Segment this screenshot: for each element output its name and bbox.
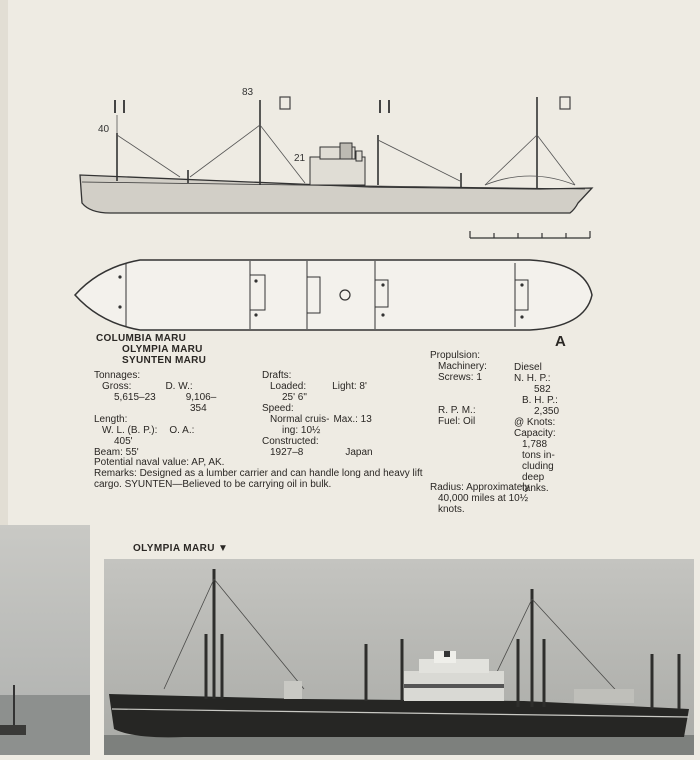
potential-naval-value: Potential naval value: AP, AK. — [94, 457, 225, 468]
dw-value-1: 9,106– — [185, 392, 217, 403]
rpm-value: @ Knots: — [514, 417, 556, 428]
speed-label: Speed: — [262, 403, 294, 414]
beam-value: Beam: 55' — [94, 447, 139, 458]
light-value: Light: 8' — [332, 381, 367, 392]
remarks-text: Designed as a lumber carrier and can han… — [94, 468, 423, 490]
spec-column-1: Tonnages: Gross: D. W.: 5,615–23 9,106– 35… — [94, 370, 264, 458]
length-label: Length: — [94, 414, 128, 425]
scale-bar — [469, 231, 591, 239]
spec-column-4: Diesel N. H. P.: 582 B. H. P.: 2,350 @ K… — [514, 362, 594, 494]
ship-name-syunten: SYUNTEN MARU — [122, 355, 207, 366]
capacity-3: cluding — [522, 461, 554, 472]
bhp-label: B. H. P.: — [522, 395, 558, 406]
normal-cruising-2: ing: 10½ — [282, 425, 321, 436]
dim-label-21: 21 — [294, 153, 306, 164]
screws-label: Screws: 1 — [438, 372, 482, 383]
photo-caption-text: OLYMPIA MARU — [133, 543, 215, 554]
tonnages-label: Tonnages: — [94, 370, 141, 381]
spec-column-3: Propulsion: Machinery: Screws: 1 R. P. M… — [430, 350, 530, 515]
machinery-value: Diesel — [514, 362, 542, 373]
down-arrow-icon: ▼ — [218, 543, 229, 554]
mast-top-markers — [114, 96, 571, 113]
photo-caption: OLYMPIA MARU ▼ — [133, 543, 228, 554]
rpm-label: R. P. M.: — [438, 405, 476, 416]
nhp-value: 582 — [534, 384, 551, 395]
max-speed: Max.: 13 — [333, 414, 372, 425]
capacity-label: Capacity: — [514, 428, 556, 439]
capacity-4: deep — [522, 472, 545, 483]
bhp-value: 2,350 — [534, 406, 560, 417]
nhp-label: N. H. P.: — [514, 373, 551, 384]
capacity-1: 1,788 — [522, 439, 548, 450]
gross-label: Gross: — [102, 381, 132, 392]
wl-value: 405' — [114, 436, 133, 447]
dim-label-40: 40 — [98, 124, 110, 135]
masts — [116, 97, 538, 189]
adjacent-photo-fragment — [0, 525, 90, 755]
drafts-label: Drafts: — [262, 370, 292, 381]
loaded-value: 25' 6" — [282, 392, 307, 403]
propulsion-label: Propulsion: — [430, 350, 481, 361]
remarks-block: Potential naval value: AP, AK. Remarks: … — [94, 457, 424, 490]
page-edge — [0, 0, 8, 755]
fuel-label: Fuel: Oil — [438, 416, 476, 427]
normal-cruising-1: Normal cruis- — [270, 414, 330, 425]
ship-names: COLUMBIA MARU OLYMPIA MARU SYUNTEN MARU — [96, 333, 206, 366]
radius-1: Radius: Approximately — [430, 482, 530, 493]
machinery-label: Machinery: — [438, 361, 487, 372]
constructed-label: Constructed: — [262, 436, 319, 447]
gross-value: 5,615–23 — [114, 392, 156, 403]
ship-profile-drawing: 40 83 21 — [73, 87, 594, 331]
ship-name-olympia: OLYMPIA MARU — [122, 344, 203, 355]
constructed-country: Japan — [345, 447, 373, 458]
plate-letter: A — [555, 333, 566, 350]
capacity-2: tons in- — [522, 450, 555, 461]
dw-label: D. W.: — [165, 381, 193, 392]
loaded-label: Loaded: — [270, 381, 307, 392]
superstructure — [309, 142, 366, 186]
deck-plan — [73, 259, 593, 331]
constructed-years: 1927–8 — [270, 447, 304, 458]
wl-label: W. L. (B. P.): — [102, 425, 158, 436]
remarks-label: Remarks: — [94, 468, 137, 479]
radius-2: 40,000 miles at 10½ — [438, 493, 529, 504]
ship-photograph — [104, 559, 694, 755]
oa-label: O. A.: — [169, 425, 195, 436]
spec-column-2: Drafts: Loaded: Light: 8' 25' 6" Speed: N… — [262, 370, 422, 458]
radius-3: knots. — [438, 504, 465, 515]
capacity-5: tanks. — [522, 483, 549, 494]
remarks-syunten: SYUNTEN—Believed to be carrying oil in b… — [124, 479, 332, 490]
ship-name-columbia: COLUMBIA MARU — [96, 333, 187, 344]
dim-label-83: 83 — [242, 87, 254, 98]
dw-value-2: 354 — [190, 403, 207, 414]
rigging — [116, 115, 576, 186]
hull-profile — [79, 174, 594, 214]
